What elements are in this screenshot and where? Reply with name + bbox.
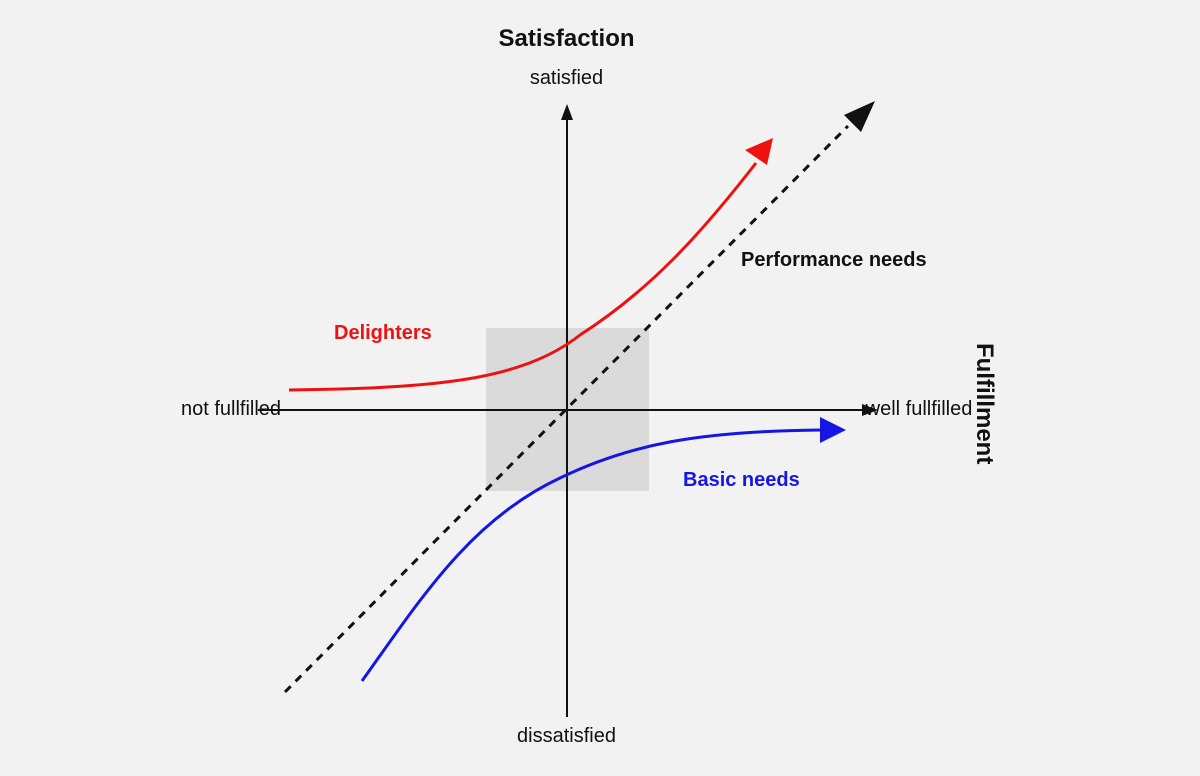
- vertical-axis-top-label: satisfied: [529, 67, 604, 89]
- horizontal-axis-title: Fulfillment: [971, 343, 998, 465]
- performance-needs-arrow-icon: [844, 101, 875, 132]
- horizontal-axis-right-label: well fullfilled: [865, 398, 973, 420]
- horizontal-axis-arrow-icon: [862, 404, 878, 416]
- performance-needs-label: Performance needs: [741, 249, 927, 271]
- basic-needs-arrow-icon: [820, 417, 846, 443]
- delighters-label: Delighters: [334, 322, 432, 344]
- performance-needs-line: [283, 124, 850, 694]
- vertical-axis-arrow-icon: [561, 104, 573, 120]
- delighters-arrow-icon: [745, 138, 773, 165]
- horizontal-axis-left-label: not fullfilled: [180, 398, 282, 420]
- basic-needs-label: Basic needs: [683, 469, 800, 491]
- vertical-axis-bottom-label: dissatisfied: [517, 725, 616, 747]
- basic-needs-curve: [360, 428, 823, 682]
- vertical-axis-title: Satisfaction: [498, 25, 635, 52]
- delighters-curve: [288, 162, 758, 392]
